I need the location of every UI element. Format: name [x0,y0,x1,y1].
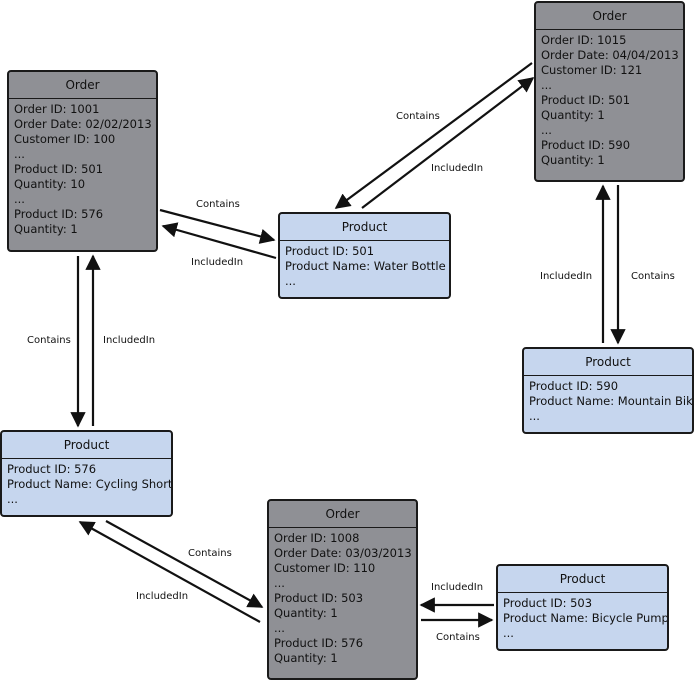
includedin-arrow-o1015-p501 [361,77,535,209]
entity-line: Customer ID: 100 [14,132,116,146]
entity-line: ... [14,147,25,161]
entity-line: Quantity: 1 [274,606,338,620]
entity-line: Quantity: 1 [14,222,78,236]
entity-line: Order ID: 1008 [274,531,360,545]
entity-line: Order ID: 1001 [14,102,100,116]
entity-body: Product ID: 503 Product Name: Bicycle Pu… [498,593,667,644]
entity-line: ... [7,492,18,506]
entity-title: Order [9,72,156,99]
entity-line: Order ID: 1015 [541,33,627,47]
entity-title: Product [280,214,449,241]
entity-line: Product ID: 576 [14,207,104,221]
entity-body: Product ID: 576 Product Name: Cycling Sh… [2,459,171,510]
entity-line: ... [541,123,552,137]
entity-title: Order [269,501,416,528]
relation-label-includedin: IncludedIn [103,335,156,346]
entity-line: ... [274,576,285,590]
entity-line: Product Name: Bicycle Pump [503,611,669,625]
entity-body: Product ID: 501 Product Name: Water Bott… [280,241,449,292]
entity-line: Quantity: 1 [541,108,605,122]
entity-line: Product ID: 501 [14,162,104,176]
entity-line: Order Date: 03/03/2013 [274,546,412,560]
entity-line: Product ID: 501 [541,93,631,107]
entity-order-1001: Order Order ID: 1001 Order Date: 02/02/2… [7,70,158,252]
entity-line: Product Name: Water Bottle [285,259,446,273]
relation-label-contains: Contains [188,548,232,559]
entity-line: Product ID: 501 [285,244,375,258]
entity-order-1015: Order Order ID: 1015 Order Date: 04/04/2… [534,1,685,182]
entity-line: ... [529,409,540,423]
relation-label-contains: Contains [196,199,240,210]
entity-line: Product ID: 503 [503,596,593,610]
entity-line: Product ID: 503 [274,591,364,605]
entity-body: Order ID: 1008 Order Date: 03/03/2013 Cu… [269,528,416,669]
entity-title: Product [2,432,171,459]
relation-label-includedin: IncludedIn [431,582,484,593]
relation-label-contains: Contains [436,632,480,643]
relation-label-contains: Contains [396,111,440,122]
entity-product-590: Product Product ID: 590 Product Name: Mo… [522,347,694,434]
entity-title: Order [536,3,683,30]
entity-line: ... [503,626,514,640]
entity-body: Product ID: 590 Product Name: Mountain B… [524,376,692,427]
contains-arrow-o1008-p576 [105,520,264,608]
entity-line: Product ID: 590 [541,138,631,152]
entity-line: Product ID: 590 [529,379,619,393]
contains-arrow-o1001-p501 [159,208,276,244]
relation-label-includedin: IncludedIn [191,257,244,268]
entity-line: ... [541,78,552,92]
includedin-arrow-o1001-p501 [161,222,277,260]
entity-body: Order ID: 1015 Order Date: 04/04/2013 Cu… [536,30,683,171]
entity-order-1008: Order Order ID: 1008 Order Date: 03/03/2… [267,499,418,680]
entity-line: Quantity: 1 [274,651,338,665]
entity-line: Product Name: Cycling Shorts [7,477,173,491]
entity-line: Product ID: 576 [7,462,97,476]
entity-product-501: Product Product ID: 501 Product Name: Wa… [278,212,451,299]
entity-line: Order Date: 02/02/2013 [14,117,152,131]
entity-body: Order ID: 1001 Order Date: 02/02/2013 Cu… [9,99,156,240]
includedin-arrow-o1008-p576 [78,521,261,623]
entity-title: Product [524,349,692,376]
entity-line: Product ID: 576 [274,636,364,650]
relation-label-includedin: IncludedIn [431,163,484,174]
relation-label-includedin: IncludedIn [136,591,189,602]
relation-label-contains: Contains [27,335,71,346]
relation-label-contains: Contains [631,271,675,282]
entity-line: Customer ID: 110 [274,561,376,575]
entity-line: Product Name: Mountain Bike [529,394,694,408]
entity-line: ... [274,621,285,635]
entity-product-503: Product Product ID: 503 Product Name: Bi… [496,564,669,651]
entity-line: ... [285,274,296,288]
entity-line: Quantity: 1 [541,153,605,167]
entity-line: Quantity: 10 [14,177,86,191]
contains-arrow-o1015-p501 [334,62,533,209]
entity-line: Order Date: 04/04/2013 [541,48,679,62]
relation-label-includedin: IncludedIn [540,271,593,282]
entity-title: Product [498,566,667,593]
entity-line: Customer ID: 121 [541,63,643,77]
entity-line: ... [14,192,25,206]
entity-product-576: Product Product ID: 576 Product Name: Cy… [0,430,173,517]
